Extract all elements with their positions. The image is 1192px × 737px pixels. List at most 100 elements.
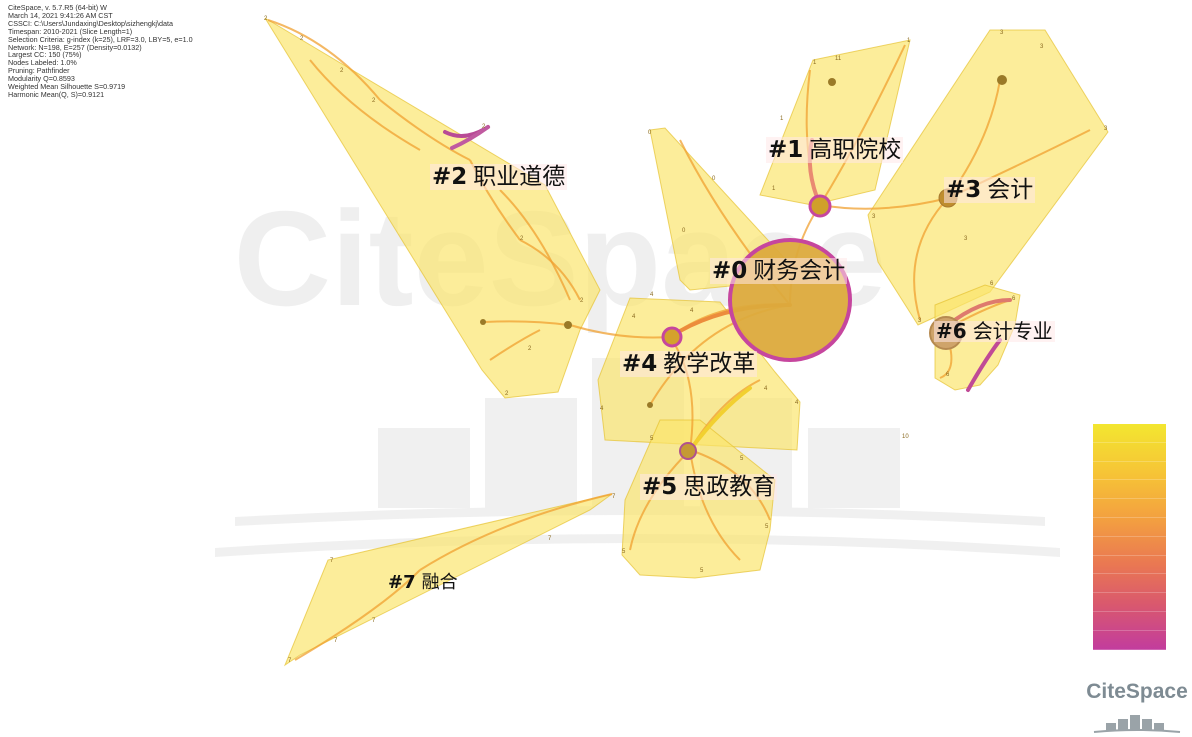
hull-cluster-2: [264, 17, 601, 399]
node-number: 4: [650, 292, 654, 298]
node-number: 3: [1040, 44, 1044, 50]
node-number: 2: [505, 391, 509, 397]
cluster-id: #1: [768, 137, 804, 163]
node-number: 1: [813, 60, 817, 66]
node-number: 7: [372, 618, 376, 624]
info-panel: CiteSpace, v. 5.7.R5 (64-bit) W March 14…: [8, 4, 193, 99]
cluster-id: #3: [946, 177, 982, 203]
legend-band: [1093, 537, 1166, 556]
node-number: 7: [334, 638, 338, 644]
node-number: 1: [907, 38, 911, 44]
node-cluster-2-node[interactable]: [480, 319, 486, 325]
cluster-id: #7: [388, 572, 416, 593]
node-number: 11: [835, 56, 842, 62]
node-number: 5: [765, 524, 769, 530]
node-cluster-5-hub[interactable]: [679, 442, 697, 460]
node-cluster-3-secondary[interactable]: [997, 75, 1007, 85]
node-cluster-1-secondary[interactable]: [828, 78, 836, 86]
node-cluster-4-node[interactable]: [647, 402, 653, 408]
info-line-data-path: CSSCI: C:\Users\Jundaxing\Desktop\sizhen…: [8, 18, 173, 28]
edge: [913, 197, 949, 321]
edge: [489, 329, 541, 361]
legend-band: [1093, 631, 1166, 650]
cluster-name: 教学改革: [663, 351, 756, 377]
edge: [267, 19, 381, 101]
node-number: 0: [648, 130, 652, 136]
legend-band: [1093, 499, 1166, 518]
edge-strong: [966, 338, 1002, 392]
edge: [819, 197, 949, 210]
info-line-version: CiteSpace, v. 5.7.R5 (64-bit) W: [8, 3, 107, 12]
node-number: 7: [548, 536, 552, 542]
legend-band: [1093, 612, 1166, 631]
hull-cluster-7: [283, 493, 613, 667]
cluster-name: 财务会计: [753, 258, 846, 284]
node-cluster-1-hub[interactable]: [808, 194, 832, 218]
logo-book-icon: [1093, 715, 1181, 733]
edge: [294, 569, 421, 661]
info-line-network: Network: N=198, E=257 (Density=0.0132): [8, 42, 142, 52]
node-number: 4: [795, 400, 799, 406]
info-line-date: March 14, 2021 9:41:26 AM CST: [8, 10, 113, 20]
cluster-name: 融合: [421, 572, 458, 593]
node-number: 2: [372, 98, 376, 104]
edge: [689, 449, 741, 561]
cluster-name: 会计: [987, 177, 1034, 203]
node-number: 5: [700, 568, 704, 574]
info-line-timespan: Timespan: 2010-2021 (Slice Length=1): [8, 26, 133, 36]
cluster-name: 职业道德: [473, 164, 566, 190]
node-number: 4: [600, 406, 604, 412]
hull-cluster-1: [759, 39, 911, 206]
node-number: 2: [264, 16, 268, 22]
info-line-largest-cc: Largest CC: 150 (75%): [8, 50, 82, 60]
node-number: 2: [520, 236, 524, 242]
node-number: 6: [946, 372, 950, 378]
info-line-pruning: Pruning: Pathfinder: [8, 66, 70, 76]
citespace-logo: CiteSpace: [1084, 680, 1190, 736]
node-number: 2: [482, 124, 486, 130]
cluster-name: 思政教育: [683, 474, 776, 500]
edge: [569, 324, 671, 339]
legend-band: [1093, 518, 1166, 537]
node-number: 4: [764, 386, 768, 392]
edge-strong: [688, 386, 752, 452]
node-number: 2: [300, 36, 304, 42]
info-line-harmonic-mean: Harmonic Mean(Q, S)=0.9121: [8, 89, 105, 99]
node-number: 1: [772, 186, 776, 192]
info-line-nodes-labeled: Nodes Labeled: 1.0%: [8, 58, 77, 68]
node-cluster-2-node[interactable]: [564, 321, 572, 329]
legend-band: [1093, 480, 1166, 500]
info-line-silhouette: Weighted Mean Silhouette S=0.9719: [8, 82, 126, 92]
legend-band: [1093, 574, 1166, 594]
node-number: 5: [650, 436, 654, 442]
info-line-selection: Selection Criteria: g-index (k=25), LRF=…: [8, 34, 193, 44]
legend-band: [1093, 556, 1166, 575]
node-number-labels: 2 2 2 2 2 2 2 2 2 0 0 0 1 1 1 1 11 3 3 3…: [264, 16, 1108, 664]
node-number: 2: [580, 298, 584, 304]
edge-strong: [450, 125, 490, 150]
cluster-id: #2: [432, 164, 468, 190]
node-number: 7: [612, 494, 616, 500]
node-number: 0: [682, 228, 686, 234]
node-number: 7: [330, 558, 334, 564]
cluster-name: 会计专业: [972, 319, 1053, 343]
edge: [419, 493, 613, 571]
node-cluster-4-hub[interactable]: [661, 326, 683, 348]
legend-band: [1093, 443, 1166, 462]
node-number: 4: [690, 308, 694, 314]
node-number: 2: [340, 68, 344, 74]
edge: [309, 59, 421, 151]
node-number: 1: [780, 116, 784, 122]
cluster-name: 高职院校: [809, 137, 902, 163]
node-number: 7: [288, 658, 292, 664]
node-number: 3: [918, 318, 922, 324]
edge: [499, 189, 571, 301]
